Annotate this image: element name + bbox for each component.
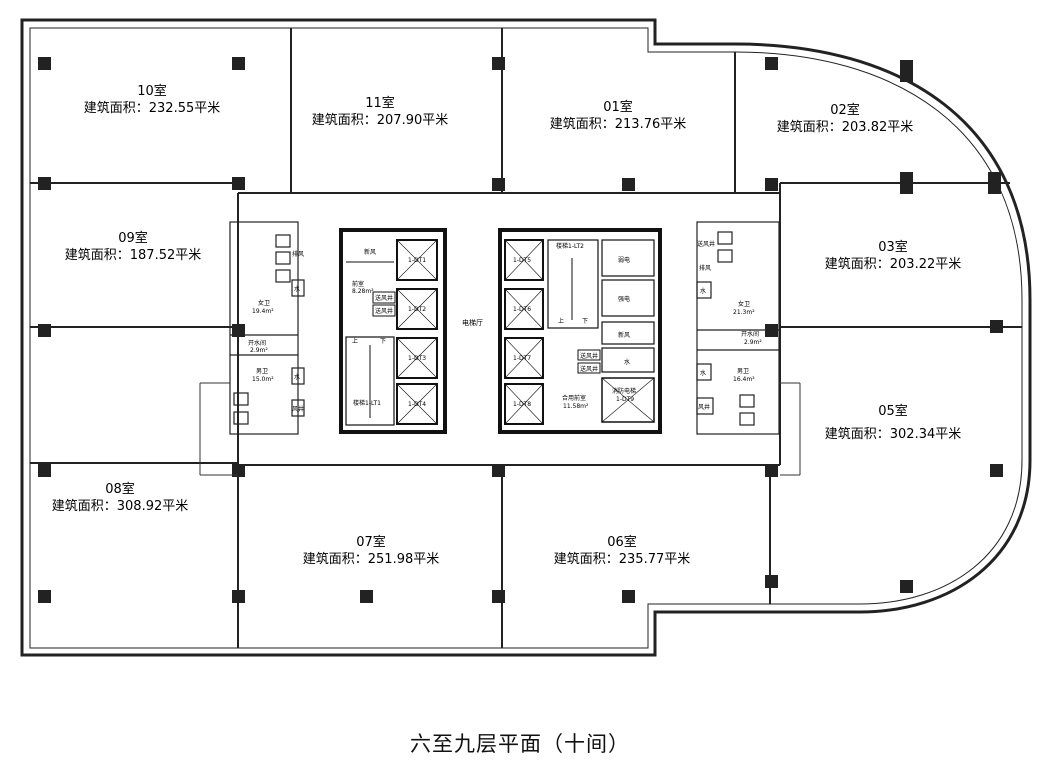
wc-right-water-label: 水 (700, 287, 706, 295)
core-left-up: 上 (352, 337, 358, 345)
core-right-shaft-d: 送风井 (580, 365, 598, 373)
room-09-name: 09室 (118, 230, 148, 246)
core-right-strong-elec: 强电 (618, 295, 630, 303)
elevator-dt2: 1-DT2 (408, 306, 426, 313)
elevator-lobby-label: 电梯厅 (462, 318, 483, 327)
outer-walls (20, 18, 1032, 657)
room-01-area: 建筑面积：213.76平米 (550, 116, 687, 132)
core-right-down: 下 (582, 318, 588, 325)
elevator-dt5: 1-DT5 (513, 257, 531, 264)
wc-left-water-label-2: 水 (294, 373, 300, 381)
elevator-dt8: 1-DT8 (513, 401, 531, 408)
room-03-area: 建筑面积：203.22平米 (825, 256, 962, 272)
corridor-rails (199, 382, 801, 476)
room-10-area: 建筑面积：232.55平米 (84, 100, 221, 116)
wc-left-female-label: 女卫 (258, 299, 270, 307)
room-08-area: 建筑面积：308.92平米 (52, 498, 189, 514)
elevator-dt7: 1-DT7 (513, 355, 531, 362)
room-08-name: 08室 (105, 481, 135, 497)
wc-left-boiler-label: 开水间 (248, 339, 266, 347)
core-right-fire-lift-id: 1-DT9 (616, 396, 634, 403)
wc-right-male-area: 16.4m² (733, 376, 755, 383)
wc-right-female-area: 21.3m² (733, 309, 755, 316)
wc-right-male-label: 男卫 (737, 368, 749, 375)
wc-left-exhaust-label: 排风 (292, 250, 304, 258)
core-left-stair-label: 楼梯1-LT1 (353, 399, 381, 407)
room-09-area: 建筑面积：187.52平米 (65, 247, 202, 263)
room-01-name: 01室 (603, 99, 633, 115)
room-06-name: 06室 (607, 534, 637, 550)
core-right-weak-elec: 弱电 (618, 256, 630, 264)
elevator-dt6: 1-DT6 (513, 306, 531, 313)
core-right-stair-label: 楼梯1-LT2 (556, 242, 584, 250)
wc-left (229, 221, 305, 435)
wc-left-air-shaft-label: 风井 (292, 405, 304, 413)
wc-right-fresh-shaft: 送风井 (697, 240, 715, 248)
elevator-dt3: 1-DT3 (408, 355, 426, 362)
room-05-area: 建筑面积：302.34平米 (825, 426, 962, 442)
core-left-front-room: 前室 (352, 280, 364, 288)
core-left (339, 228, 447, 434)
room-02-name: 02室 (830, 102, 860, 118)
core-left-fresh-air: 新风 (364, 248, 376, 256)
wc-right-exhaust: 排风 (699, 264, 711, 272)
core-left-shaft-b: 送风井 (375, 307, 393, 315)
core-right-shaft-c: 送风井 (580, 352, 598, 360)
wc-left-male-label: 男卫 (256, 368, 268, 375)
room-07-name: 07室 (356, 534, 386, 550)
wc-right-boiler-area: 2.9m² (744, 339, 762, 346)
core-left-down: 下 (380, 338, 386, 345)
partition-walls (30, 28, 1022, 648)
core-right (498, 228, 662, 434)
room-11-area: 建筑面积：207.90平米 (312, 112, 449, 128)
room-labels: 10室 建筑面积：232.55平米 11室 建筑面积：207.90平米 01室 … (52, 83, 962, 567)
core-right-fire-lift: 消防电梯 (612, 387, 636, 395)
room-11-name: 11室 (365, 95, 395, 111)
room-10-name: 10室 (137, 83, 167, 99)
floor-plan: 女卫 19.4m² 开水间 2.9m² 男卫 15.0m² 水 水 排风 风井 … (20, 18, 1032, 657)
wc-right (696, 221, 780, 435)
wc-right-female-label: 女卫 (738, 300, 750, 308)
core-right-fresh-air: 新风 (618, 331, 630, 339)
wc-left-boiler-area: 2.9m² (250, 347, 268, 354)
wc-right-water-label-2: 水 (700, 369, 706, 377)
elevator-dt4: 1-DT4 (408, 401, 426, 408)
wc-left-female-area: 19.4m² (252, 308, 274, 315)
wc-left-male-area: 15.0m² (252, 376, 274, 383)
room-02-area: 建筑面积：203.82平米 (777, 119, 914, 135)
core-left-front-room-area: 8.28m² (352, 288, 374, 295)
core-right-shared-front-room-area: 11.58m² (563, 403, 589, 410)
core-right-water: 水 (624, 358, 630, 366)
core-right-up: 上 (558, 317, 564, 325)
room-05-name: 05室 (878, 403, 908, 419)
room-03-name: 03室 (878, 239, 908, 255)
core-left-shaft-a: 送风井 (375, 294, 393, 302)
structural-columns (38, 57, 1003, 603)
wc-left-water-label: 水 (294, 285, 300, 293)
plan-caption: 六至九层平面（十间） (410, 732, 630, 756)
wc-right-boiler-label: 开水间 (741, 330, 759, 338)
room-07-area: 建筑面积：251.98平米 (303, 551, 440, 567)
core-right-shared-front-room: 合用前室 (562, 394, 586, 402)
wc-right-air-shaft: 风井 (698, 403, 710, 411)
elevator-dt1: 1-DT1 (408, 257, 426, 264)
room-06-area: 建筑面积：235.77平米 (554, 551, 691, 567)
